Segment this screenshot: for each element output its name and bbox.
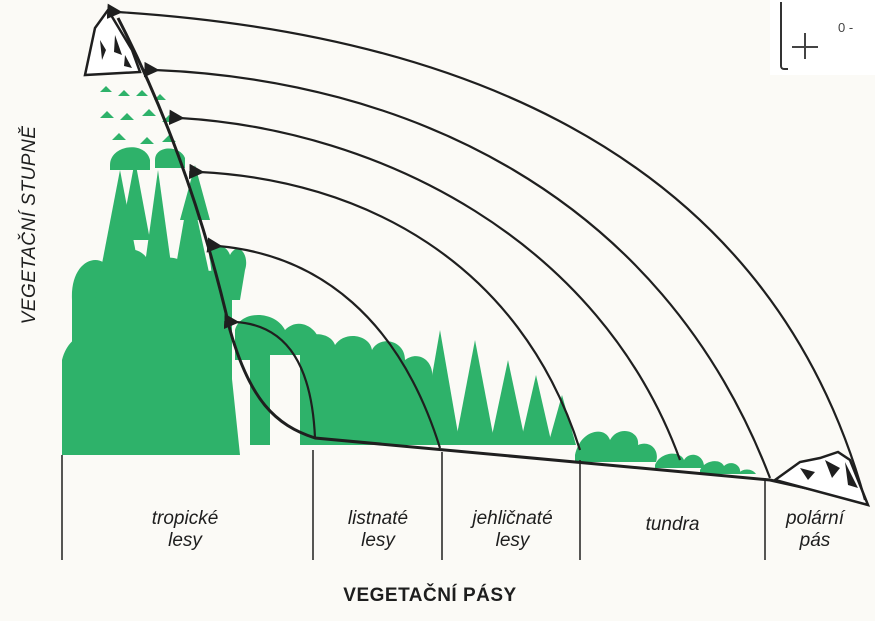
mountain-peak-right [775,452,868,505]
bracket-mark [780,2,788,70]
corner-text: 0 - [838,20,853,35]
plus-mark-v [804,33,806,59]
zone-label-deciduous: listnaté lesy [318,508,438,552]
zone-label-tundra: tundra [585,514,760,536]
zone-label-tropical: tropické lesy [90,508,280,552]
zone-label-polar: polární pás [765,508,865,552]
corner-crop-mark: 0 - [770,0,875,75]
zone-label-coniferous: jehličnaté lesy [445,508,580,552]
x-axis-label: VEGETAČNÍ PÁSY [250,585,610,607]
vegetation-silhouettes [62,86,756,474]
y-axis-label: VEGETAČNÍ STUPNĚ [0,0,60,460]
